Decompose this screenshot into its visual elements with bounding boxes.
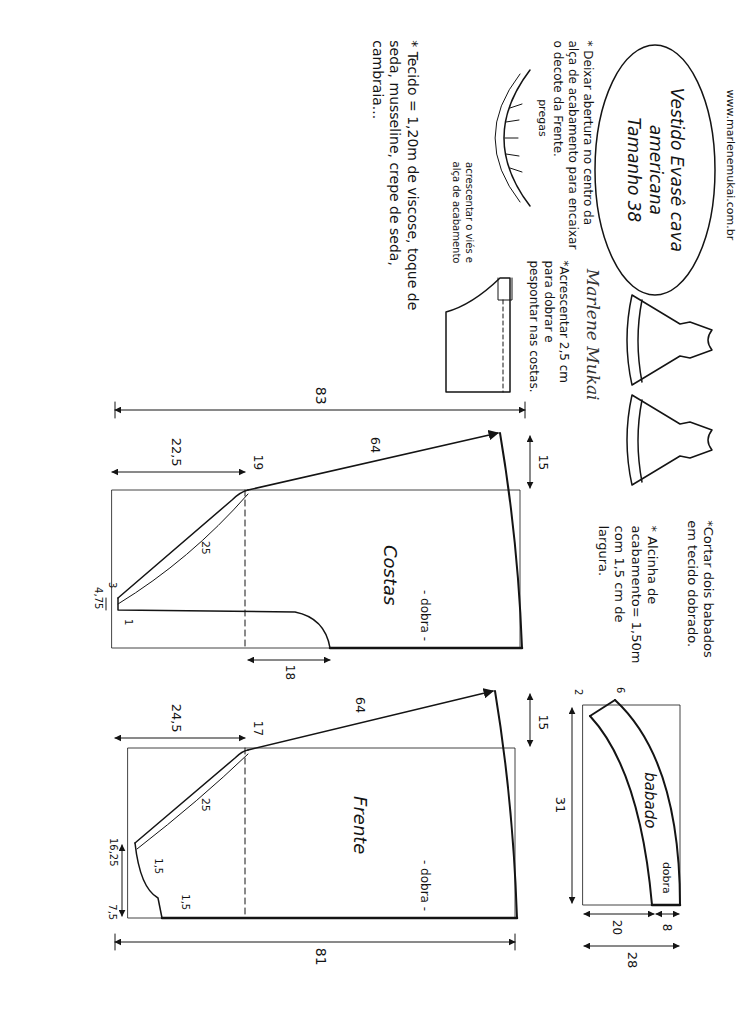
pattern-label: 15 (536, 714, 551, 729)
pattern-label: 17 (251, 720, 266, 735)
pattern-label: acrescentar o viés e alça de acabamento (450, 157, 475, 267)
pattern-label: * Deixar abertura no centro da alça de a… (550, 40, 595, 250)
pattern-label: 25 (198, 541, 212, 555)
pattern-label: 6 (614, 687, 627, 693)
dimension-lines (115, 694, 530, 950)
front-pattern-piece (128, 691, 517, 918)
pattern-label: 3 (106, 582, 119, 588)
pattern-label: 64 (352, 697, 368, 714)
pattern-label: 8 (659, 923, 674, 931)
pattern-label: 83 (311, 387, 329, 405)
pattern-label: 20 (610, 919, 625, 934)
pattern-label: 15 (536, 454, 551, 469)
pattern-label: * Alcinha de acabamento= 1,50m com 1,5 c… (595, 525, 660, 665)
pattern-label: 7,5 (106, 904, 119, 920)
pattern-label: 16,25 (106, 838, 119, 867)
pattern-label: 1 (122, 619, 135, 625)
pattern-label: *Cortar dois babados em tecido dobrado. (684, 520, 717, 660)
back-detail-sketch (446, 278, 512, 392)
back-pattern-piece (112, 433, 522, 648)
pattern-label: Frente (349, 796, 372, 854)
pattern-label: babado (641, 772, 660, 828)
title: Vestido Evasê cava americana Tamanho 38 (623, 85, 687, 255)
pattern-label: - dobra - (418, 589, 433, 640)
dress-sketch (627, 295, 712, 485)
pattern-label: Costas (379, 545, 402, 605)
pattern-label: *Acrescentar 2,5 cm para dobrar e pespon… (526, 260, 571, 400)
pattern-label: 24,5 (167, 704, 183, 733)
armhole-detail-sketch (495, 70, 530, 206)
dimension-lines (106, 402, 530, 660)
pattern-label: 28 (624, 952, 640, 969)
pattern-label: 4,75 (92, 587, 105, 609)
pattern-label: 64 (367, 437, 383, 454)
pattern-label: 31 (552, 797, 568, 814)
pattern-label: 81 (311, 948, 329, 966)
pattern-label: www.marlenemukai.com.br (723, 90, 737, 241)
pattern-label: Marlene Mukai (581, 269, 602, 401)
pattern-label: 1,5 (179, 894, 192, 910)
pattern-label: 2 (572, 689, 585, 695)
pattern-label: 19 (251, 454, 266, 469)
pattern-label: 18 (283, 664, 298, 679)
pattern-label: 25 (198, 798, 212, 812)
pattern-label: dobra (659, 862, 673, 894)
title-cloud (595, 45, 715, 295)
pattern-label: * Tecido = 1,20m de viscose, toque de se… (369, 40, 422, 340)
pattern-label: 22,5 (167, 438, 183, 467)
pattern-label: 1,5 (152, 858, 165, 874)
dimension-lines (572, 708, 679, 946)
pattern-label: - dobra - (418, 859, 433, 910)
ruffle-pattern-piece (583, 700, 680, 905)
pattern-label: pregas (535, 99, 549, 137)
